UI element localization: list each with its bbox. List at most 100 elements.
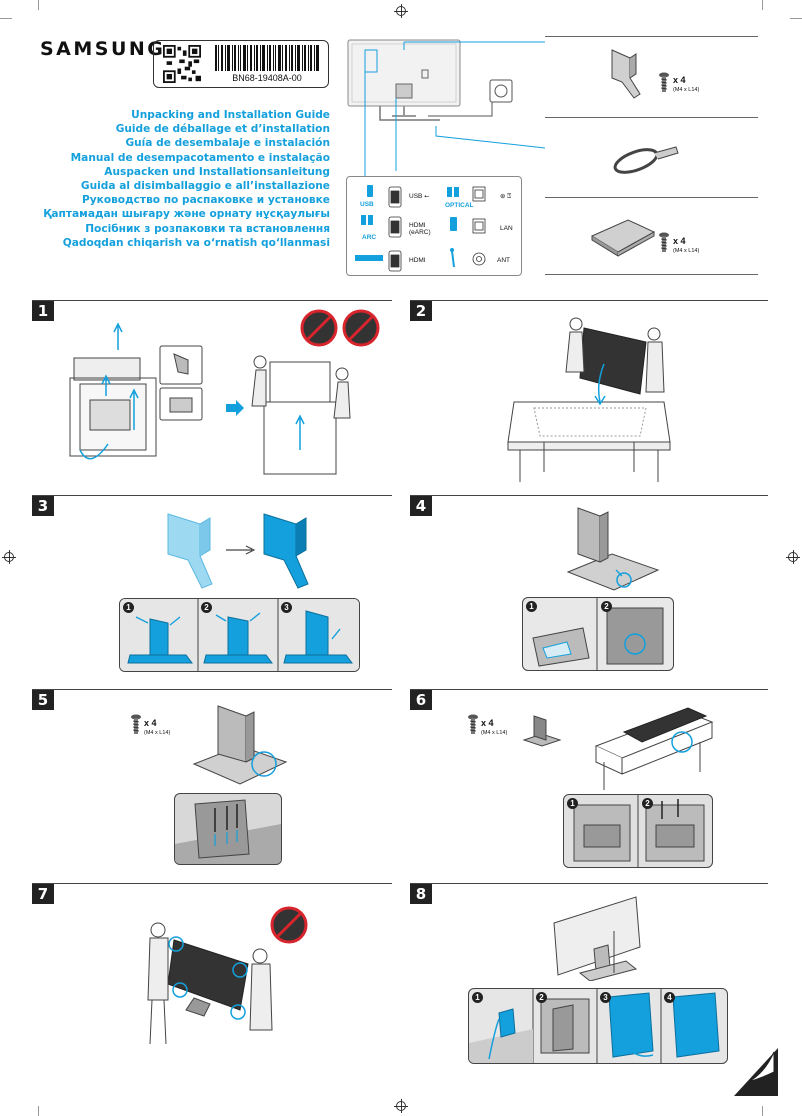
screw-icon bbox=[468, 714, 478, 734]
guide-title: Unpacking and Installation Guide bbox=[131, 109, 330, 121]
registration-mark-top bbox=[394, 4, 408, 18]
guide-titles: Unpacking and Installation Guide Guide d… bbox=[43, 108, 330, 250]
step-6-detail-frame: 1 2 bbox=[563, 794, 713, 868]
substep-number: 3 bbox=[281, 602, 292, 613]
arc-label: ARC bbox=[362, 234, 377, 241]
crop-mark bbox=[38, 0, 39, 10]
substep-number: 1 bbox=[567, 798, 578, 809]
ir-port-label: ⊛ ⍰ bbox=[500, 193, 512, 200]
step-divider bbox=[32, 495, 392, 496]
screw-count: x 4(M4 x L14) bbox=[673, 236, 699, 256]
step-number: 7 bbox=[32, 884, 54, 904]
cable-holder-illustration bbox=[613, 146, 679, 174]
registration-mark-right bbox=[786, 550, 800, 564]
step-8-detail-frame: 1 2 3 4 bbox=[468, 988, 728, 1064]
screw-spec: (M4 x L14) bbox=[144, 730, 171, 736]
step-number: 3 bbox=[32, 496, 54, 516]
step-4-detail-frame: 1 2 bbox=[522, 597, 674, 671]
step-divider bbox=[410, 300, 768, 301]
guide-title: Guide de déballage et d’installation bbox=[115, 123, 330, 136]
step-divider bbox=[410, 495, 768, 496]
screw-count: x 4(M4 x L14) bbox=[144, 718, 170, 738]
step-3-detail-frame: 1 2 3 bbox=[119, 598, 360, 672]
substep-number: 3 bbox=[600, 992, 611, 1003]
stand-neck-illustration bbox=[611, 49, 641, 99]
stand-icon bbox=[522, 715, 562, 747]
step-divider bbox=[32, 300, 392, 301]
port-panel: USB USB ⭠ OPTICAL ⊛ ⍰ ARC HDMI (eARC) LA… bbox=[346, 176, 522, 276]
step-number: 2 bbox=[410, 301, 432, 321]
guide-title: Руководство по распаковке и установке bbox=[81, 194, 330, 207]
tv-back-illustration bbox=[347, 39, 546, 176]
step-divider bbox=[410, 689, 768, 690]
divider bbox=[545, 36, 758, 37]
crop-mark bbox=[38, 1106, 39, 1116]
ant-port-label: ANT bbox=[497, 257, 510, 264]
page-turn-icon bbox=[734, 1048, 778, 1096]
usb-icon-label: USB bbox=[360, 201, 374, 208]
product-label bbox=[153, 40, 329, 88]
step-3-stand-assembly-illustration bbox=[167, 513, 309, 589]
guide-title: Посібник з розпаковки та встановлення bbox=[85, 222, 330, 235]
part-number: BN68-19408A-00 bbox=[232, 73, 302, 83]
step-divider bbox=[32, 883, 392, 884]
step-number: 4 bbox=[410, 496, 432, 516]
warning-no-lift-screen-icon bbox=[342, 309, 380, 347]
step-7-lifting-tv-illustration bbox=[147, 922, 273, 1045]
guide-title: Qadoqdan chiqarish va o‘rnatish qo‘llanm… bbox=[62, 236, 330, 249]
screw-count: x 4 (M4 x L14) bbox=[673, 75, 699, 95]
registration-mark-bottom bbox=[394, 1099, 408, 1113]
hdmi-earc-port-label: HDMI (eARC) bbox=[409, 222, 431, 236]
crop-mark bbox=[762, 1106, 763, 1116]
divider bbox=[545, 274, 758, 275]
screw-icon bbox=[659, 232, 669, 252]
step-number: 6 bbox=[410, 690, 432, 710]
guide-title: Қаптамадан шығару және орнату нұсқаулығы bbox=[43, 208, 330, 221]
step-divider bbox=[32, 689, 392, 690]
divider bbox=[545, 197, 758, 198]
screw-count: x 4 (M4 x L14) bbox=[481, 718, 507, 738]
substep-number: 2 bbox=[536, 992, 547, 1003]
step-number: 8 bbox=[410, 884, 432, 904]
step-number: 1 bbox=[32, 301, 54, 321]
substep-number: 4 bbox=[664, 992, 675, 1003]
screw-count-text: x 4 bbox=[481, 718, 494, 728]
step-8-tv-back-illustration bbox=[553, 896, 641, 981]
substep-number: 1 bbox=[123, 602, 134, 613]
crop-mark bbox=[790, 18, 802, 19]
screw-icon bbox=[659, 72, 669, 92]
step-5-detail-frame bbox=[174, 793, 282, 865]
guide-title: Auspacken und Installationsanleitung bbox=[104, 165, 330, 178]
substep-number: 2 bbox=[601, 601, 612, 612]
registration-mark-left bbox=[2, 550, 16, 564]
step-5-stand-illustration bbox=[192, 705, 288, 785]
step-3-detail-illustration bbox=[120, 599, 359, 671]
lan-port-label: LAN bbox=[500, 225, 513, 232]
warning-no-sharp-tools-icon bbox=[300, 309, 338, 347]
step-2-table-illustration bbox=[507, 317, 671, 482]
screw-spec: (M4 x L14) bbox=[481, 730, 508, 736]
optical-port-label: OPTICAL bbox=[445, 202, 474, 209]
guide-title: Manual de desempacotamento e instalação bbox=[70, 151, 330, 164]
port-icons bbox=[355, 185, 486, 272]
usb-port-label: USB ⭠ bbox=[409, 193, 430, 200]
step-8-detail-illustration bbox=[469, 989, 720, 1063]
step-5-detail-illustration bbox=[175, 799, 281, 864]
step-number: 5 bbox=[32, 690, 54, 710]
step-divider bbox=[410, 883, 768, 884]
qr-code-icon bbox=[163, 45, 201, 83]
stand-base-illustration bbox=[590, 219, 656, 257]
guide-title: Guía de desembalaje e instalación bbox=[125, 137, 330, 150]
crop-mark bbox=[0, 18, 12, 19]
step-6-tv-on-table-illustration bbox=[594, 707, 714, 790]
guide-title: Guida al disimballaggio e all’installazi… bbox=[80, 180, 330, 193]
step-6-detail-illustration bbox=[573, 795, 705, 867]
screw-count-text: x 4 bbox=[673, 236, 686, 246]
screw-spec: (M4 x L14) bbox=[673, 87, 700, 93]
screw-count-text: x 4 bbox=[673, 75, 686, 85]
step-4-stand-base-illustration bbox=[566, 507, 660, 591]
hdmi-port-label: HDMI bbox=[409, 257, 426, 264]
substep-number: 1 bbox=[526, 601, 537, 612]
warning-no-lift-icon bbox=[270, 906, 308, 944]
crop-mark bbox=[762, 0, 763, 10]
